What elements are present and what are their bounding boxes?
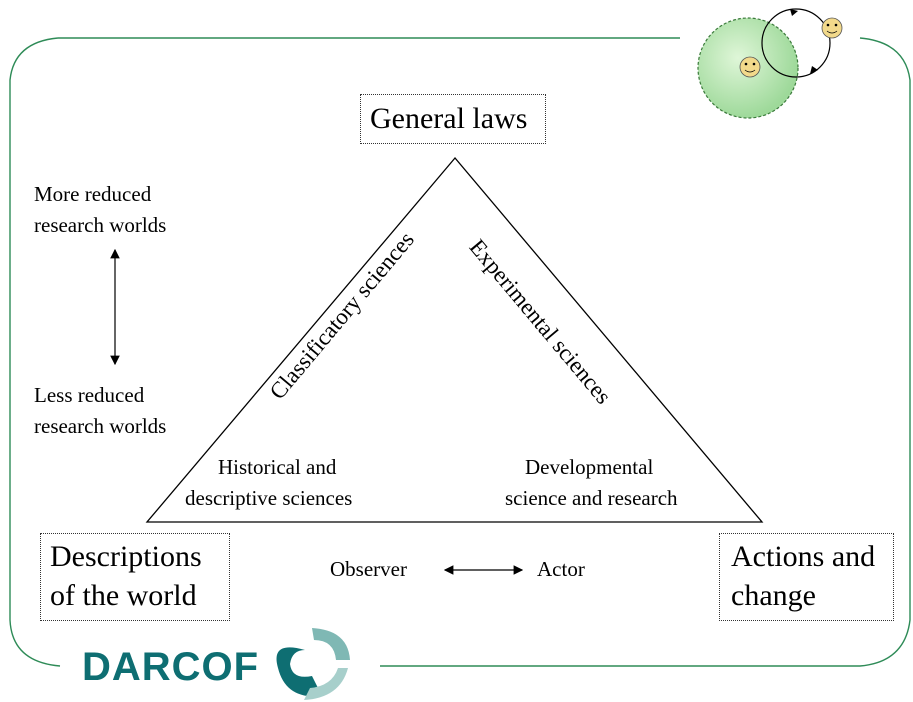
darcof-swirl-icon: [276, 628, 350, 700]
actions-label-line1: Actions and: [731, 540, 876, 573]
circle-logo: [697, 8, 843, 119]
historical-sciences-line1: Historical and: [218, 455, 337, 479]
descriptions-label-line1: Descriptions: [50, 540, 202, 573]
smiley-right-icon: [821, 17, 843, 39]
darcof-brand-text: DARCOF: [82, 645, 260, 689]
less-reduced-line2: research worlds: [34, 414, 167, 438]
developmental-science-line2: science and research: [505, 486, 678, 510]
actions-label-line2: change: [731, 579, 816, 612]
actor-label: Actor: [537, 557, 585, 581]
more-reduced-line1: More reduced: [34, 182, 152, 206]
slide-frame: [9, 37, 911, 667]
observer-label: Observer: [330, 557, 407, 581]
developmental-science-line1: Developmental: [525, 455, 654, 479]
general-laws-label: General laws: [370, 102, 528, 135]
descriptions-box: [40, 533, 230, 621]
general-laws-box: [360, 94, 546, 144]
descriptions-label-line2: of the world: [50, 579, 197, 612]
more-reduced-line2: research worlds: [34, 213, 167, 237]
less-reduced-line1: Less reduced: [34, 383, 145, 407]
historical-sciences-line2: descriptive sciences: [185, 486, 353, 510]
science-triangle: [145, 156, 764, 523]
actions-box: [719, 533, 894, 621]
smiley-left-icon: [739, 56, 761, 78]
